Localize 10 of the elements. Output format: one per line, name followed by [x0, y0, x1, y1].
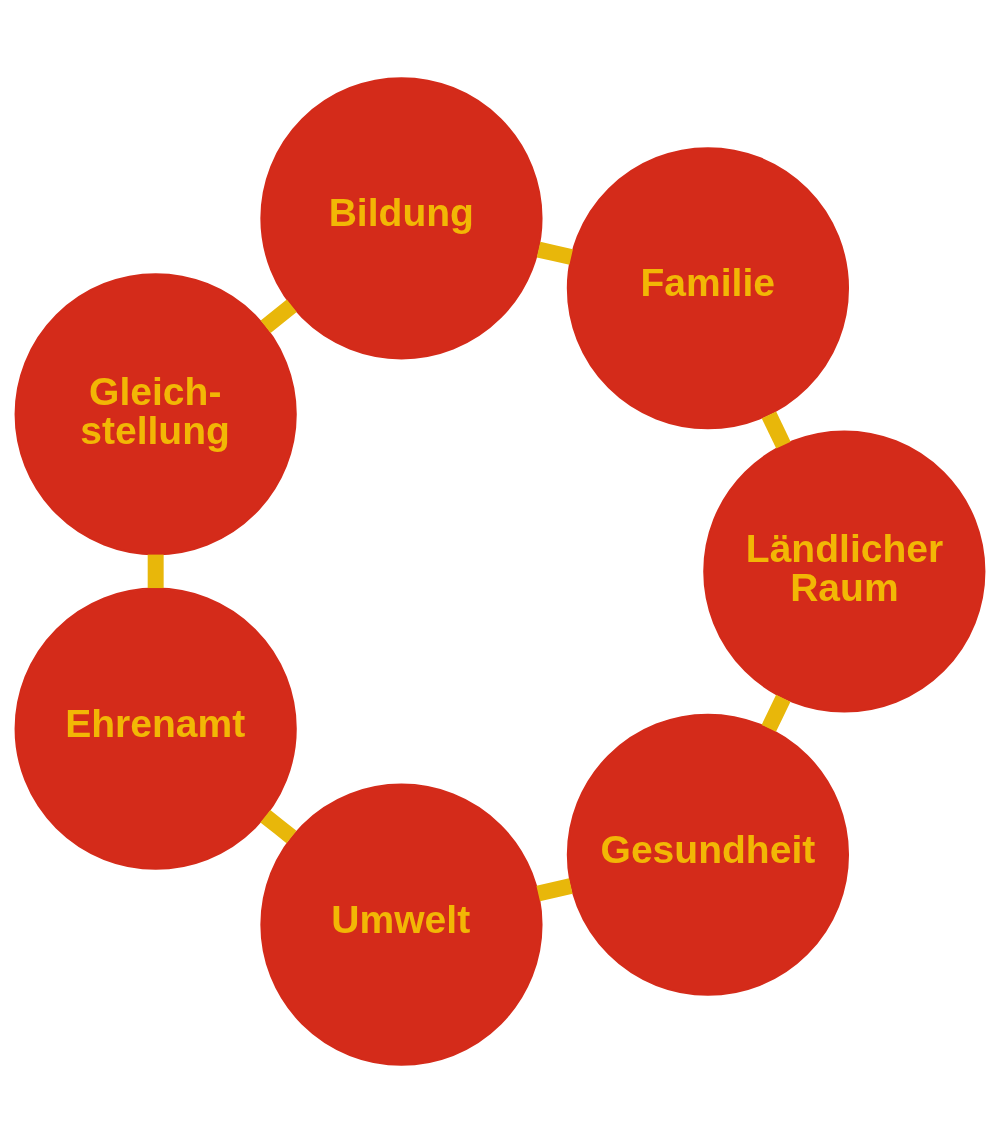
- connector: [536, 878, 573, 902]
- connector: [761, 411, 791, 449]
- connector: [260, 299, 297, 333]
- node-circle: Familie: [566, 147, 850, 430]
- connector: [761, 694, 791, 732]
- node-circle: Gesundheit: [566, 713, 850, 996]
- connector: [147, 554, 164, 589]
- connector: [536, 241, 573, 265]
- node-circle: Ländlicher Raum: [703, 430, 986, 713]
- connector: [260, 809, 297, 844]
